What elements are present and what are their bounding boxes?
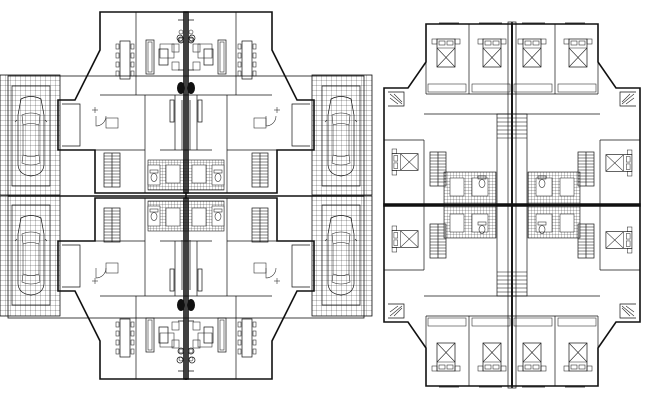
entrance-mat [177, 299, 185, 311]
stair-icon [577, 151, 595, 187]
bed-icon [605, 226, 633, 254]
bed-icon [431, 342, 461, 372]
ground-floor-quadrant-top-left [0, 11, 189, 196]
ground-floor-quadrant-bottom-right [183, 195, 373, 380]
stair-icon [103, 207, 121, 243]
stair-icon [103, 152, 121, 188]
upper-floor-quadrant-top-left [383, 22, 513, 207]
bed-icon [517, 342, 547, 372]
upper-floor-plan [383, 21, 641, 389]
bed-icon [477, 342, 507, 372]
dining-table-icon [115, 318, 135, 358]
stair-icon [429, 151, 447, 187]
entrance-mat [187, 82, 195, 94]
upper-floor-quadrant-top-right [511, 22, 641, 207]
dining-table-icon [237, 40, 257, 80]
ground-floor-plan [0, 11, 373, 380]
bed-icon [563, 342, 593, 372]
dining-table-icon [115, 40, 135, 80]
bed-icon [517, 38, 547, 68]
entrance-mat [177, 82, 185, 94]
stair-icon [429, 223, 447, 259]
upper-floor-quadrant-bottom-left [383, 203, 513, 388]
bed-icon [605, 149, 633, 177]
bed-icon [431, 38, 461, 68]
dining-table-icon [237, 318, 257, 358]
bed-icon [391, 148, 419, 176]
stair-icon [577, 223, 595, 259]
ground-floor-quadrant-top-right [183, 11, 373, 196]
ground-floor-quadrant-bottom-left [0, 195, 189, 380]
stair-icon [251, 152, 269, 188]
bed-icon [563, 38, 593, 68]
bed-icon [391, 225, 419, 253]
entrance-mat [187, 299, 195, 311]
stair-icon [251, 207, 269, 243]
bed-icon [477, 38, 507, 68]
